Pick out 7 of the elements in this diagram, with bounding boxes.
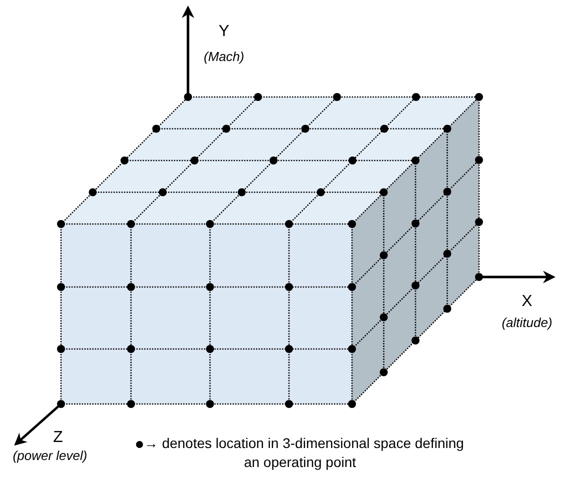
axis-label: Z (53, 428, 63, 448)
axis-label: Y (218, 22, 230, 42)
axis-label: X (522, 292, 532, 312)
axis-label: (Mach) (204, 48, 244, 66)
axis-label: (altitude) (502, 314, 552, 332)
legend-text: → denotes location in 3-dimensional space defining an operating point (144, 435, 464, 470)
axis-label: (power level) (12, 447, 88, 465)
